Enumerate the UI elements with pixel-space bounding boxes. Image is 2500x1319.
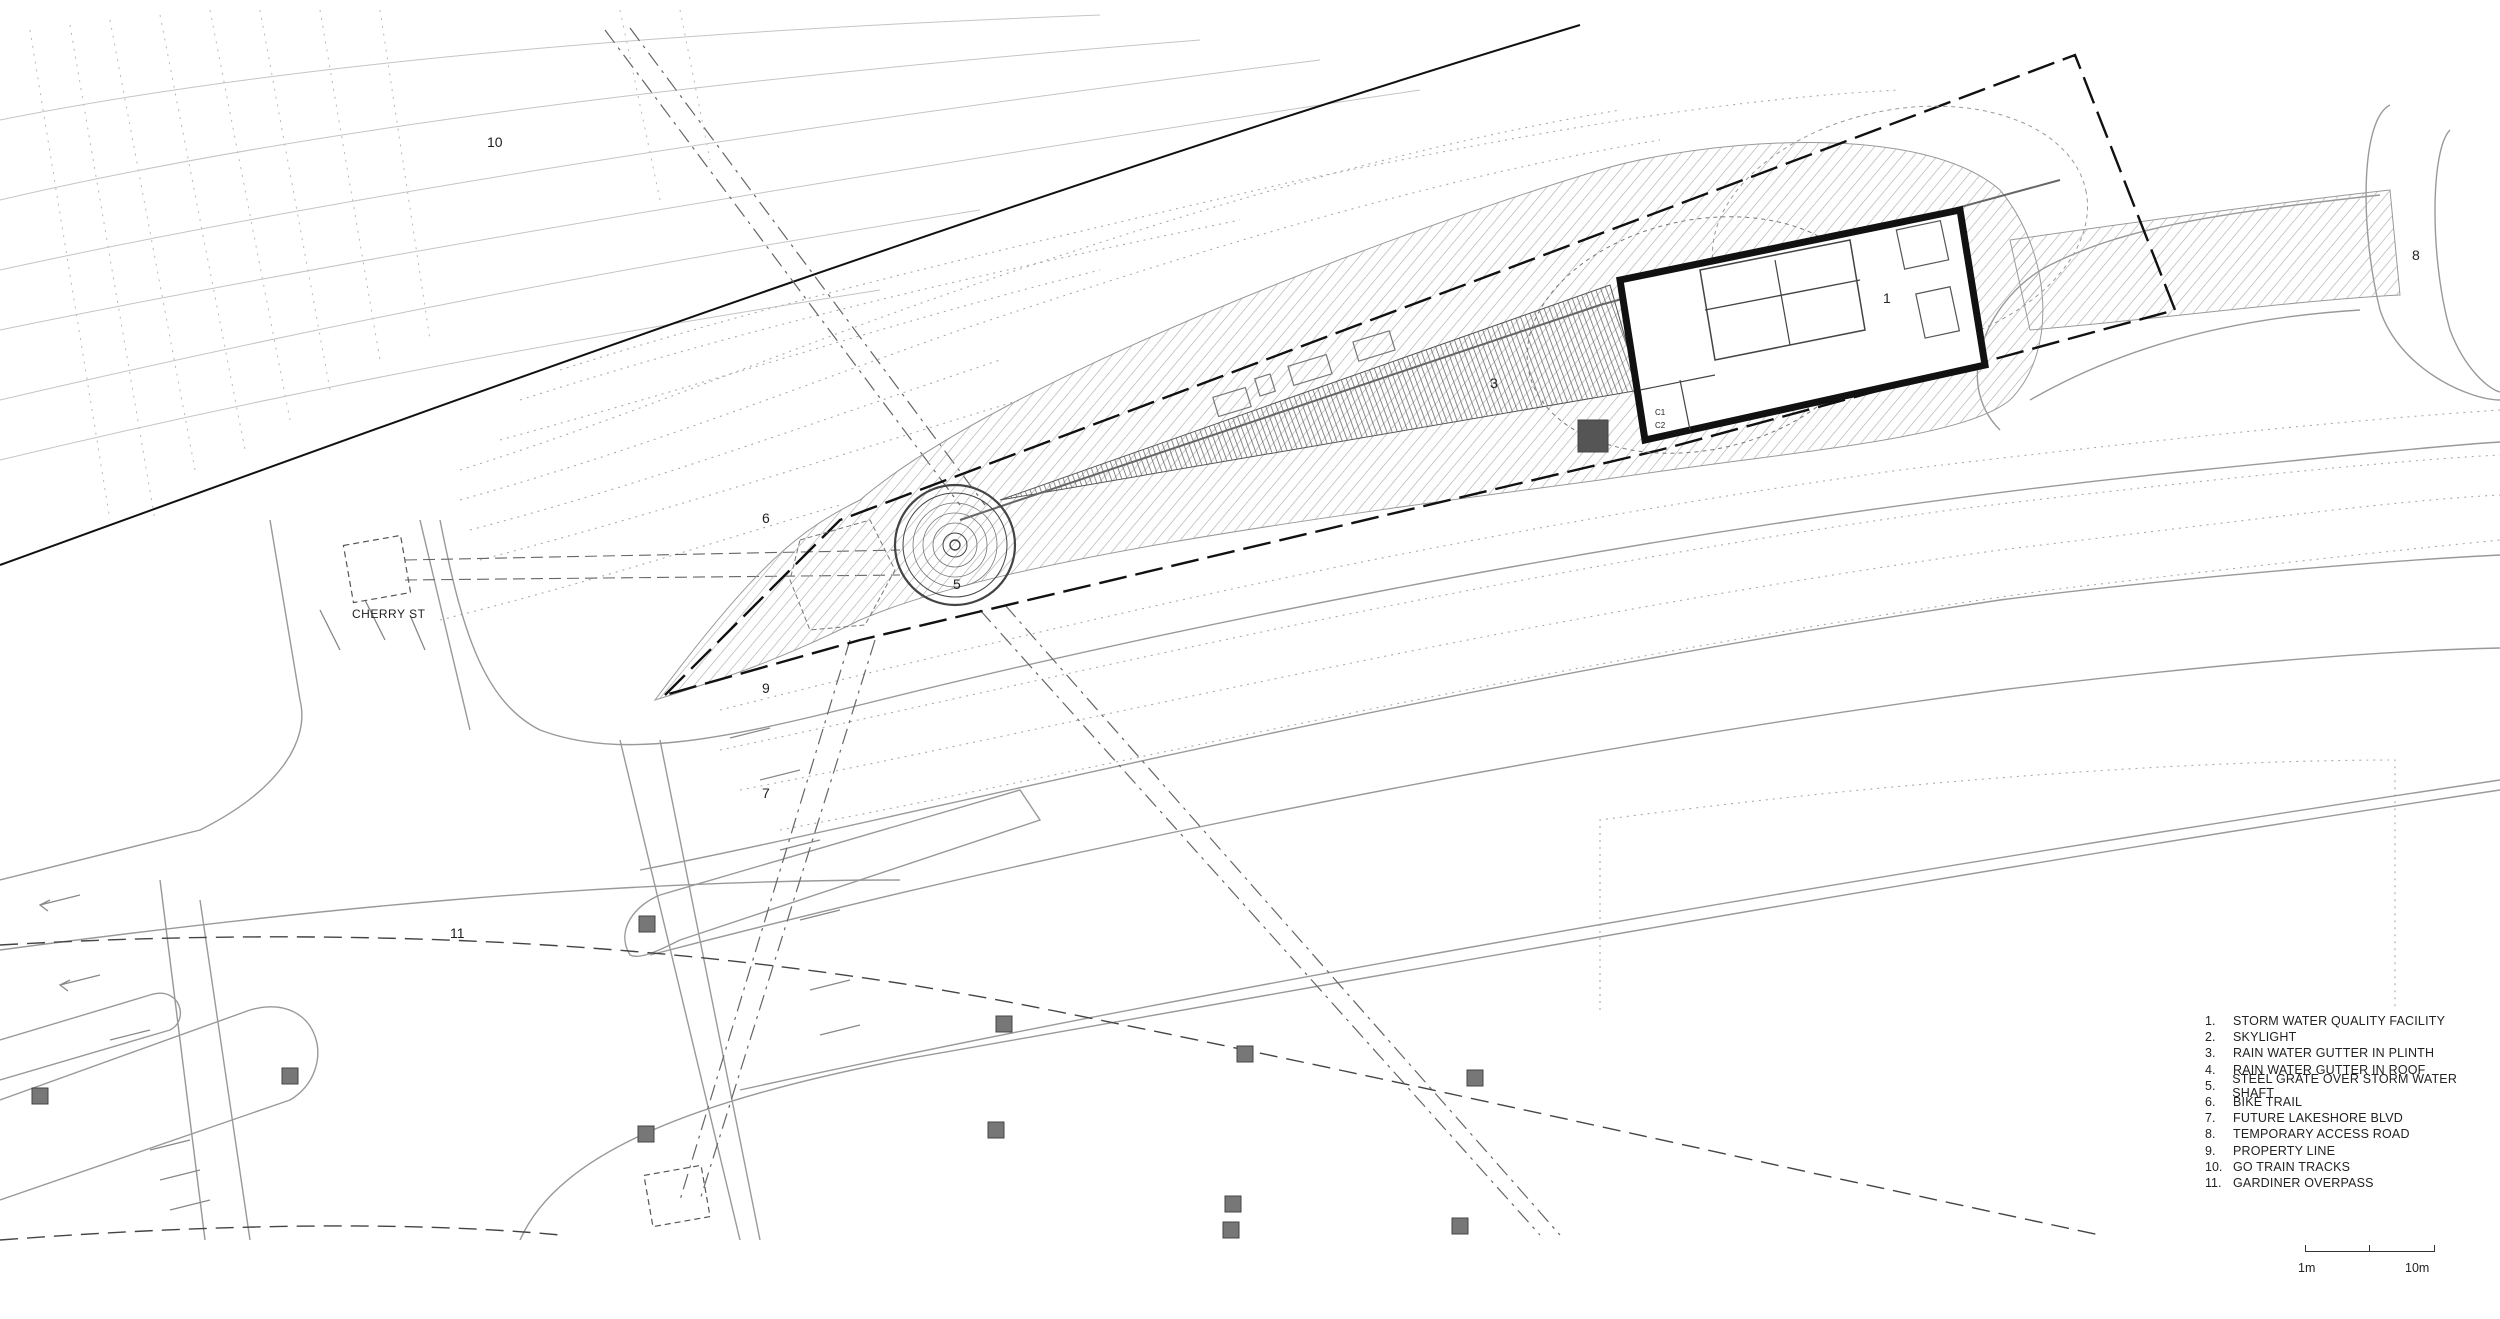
- legend-text: SKYLIGHT: [2233, 1030, 2297, 1045]
- label-c2: C2: [1655, 421, 1666, 430]
- bike-trail-contours: [439, 89, 1901, 621]
- storm-shaft-grate: [893, 483, 1017, 607]
- legend-item: 10. GO TRAIN TRACKS: [2205, 1159, 2495, 1175]
- road-outlines: [0, 104, 2500, 1241]
- legend-number: 7.: [2205, 1111, 2216, 1126]
- tree-blocks: [31, 419, 1609, 1239]
- legend-number: 3.: [2205, 1046, 2216, 1061]
- storm-water-building: [1616, 205, 1989, 445]
- legend: 1. STORM WATER QUALITY FACILITY 2. SKYLIGH…: [2205, 1013, 2495, 1191]
- scale-label-left: 1m: [2298, 1261, 2316, 1275]
- legend-item: 1. STORM WATER QUALITY FACILITY: [2205, 1013, 2495, 1029]
- skylights: [1212, 330, 1396, 418]
- label-6: 6: [762, 510, 770, 526]
- legend-text: GO TRAIN TRACKS: [2233, 1159, 2351, 1174]
- legend-number: 5.: [2205, 1078, 2216, 1093]
- legend-text: RAIN WATER GUTTER IN ROOF: [2233, 1062, 2426, 1077]
- train-tracks: [29, 9, 711, 521]
- legend-item: 4. RAIN WATER GUTTER IN ROOF: [2205, 1062, 2495, 1078]
- legend-text: GARDINER OVERPASS: [2233, 1175, 2374, 1190]
- label-9: 9: [762, 680, 770, 696]
- overpass-piers: [0, 789, 1042, 1201]
- legend-number: 8.: [2205, 1127, 2216, 1142]
- cherry-connector: [404, 549, 901, 581]
- legend-item: 5. STEEL GRATE OVER STORM WATER SHAFT: [2205, 1072, 2495, 1100]
- label-5: 5: [953, 576, 961, 592]
- legend-number: 6.: [2205, 1095, 2216, 1110]
- legend-number: 11.: [2205, 1175, 2222, 1190]
- legend-item: 6. BIKE TRAIL: [2205, 1094, 2495, 1110]
- legend-number: 2.: [2205, 1030, 2216, 1045]
- label-7: 7: [762, 785, 770, 801]
- rain-gutter-plinth: [999, 284, 1641, 501]
- legend-item: 2. SKYLIGHT: [2205, 1029, 2495, 1045]
- scale-bar-line: [2305, 1245, 2435, 1252]
- property-line: [660, 53, 2177, 698]
- legend-text: STORM WATER QUALITY FACILITY: [2233, 1014, 2446, 1029]
- gardiner-overpass-line-lower: [0, 1225, 561, 1241]
- cherry-st-label: CHERRY ST: [352, 607, 426, 621]
- legend-text: TEMPORARY ACCESS ROAD: [2233, 1127, 2410, 1142]
- label-11: 11: [450, 925, 465, 941]
- legend-number: 9.: [2205, 1143, 2216, 1158]
- legend-text: RAIN WATER GUTTER IN PLINTH: [2233, 1046, 2435, 1061]
- track-rails: [0, 14, 1421, 461]
- label-8: 8: [2412, 247, 2420, 263]
- gardiner-overpass-line: [0, 936, 2101, 1236]
- legend-number: 4.: [2205, 1062, 2216, 1077]
- legend-item: 8. TEMPORARY ACCESS ROAD: [2205, 1126, 2495, 1142]
- legend-number: 1.: [2205, 1014, 2216, 1029]
- alignment-lines: [604, 27, 1561, 1236]
- bike-trail-plaza: [789, 519, 896, 631]
- legend-item: 9. PROPERTY LINE: [2205, 1143, 2495, 1159]
- label-1: 1: [1883, 290, 1891, 306]
- overpass-edge: [0, 24, 1581, 566]
- legend-item: 7. FUTURE LAKESHORE BLVD: [2205, 1110, 2495, 1126]
- legend-text: STEEL GRATE OVER STORM WATER SHAFT: [2232, 1071, 2458, 1100]
- label-c1: C1: [1655, 408, 1666, 417]
- scale-bar: 1m 10m: [2298, 1245, 2435, 1285]
- pit-markers: [342, 534, 711, 1228]
- label-10: 10: [487, 134, 503, 150]
- access-road: [2009, 189, 2401, 331]
- legend-item: 3. RAIN WATER GUTTER IN PLINTH: [2205, 1045, 2495, 1061]
- scale-bar-tick: [2369, 1245, 2370, 1251]
- legend-text: BIKE TRAIL: [2233, 1095, 2303, 1110]
- scale-label-right: 10m: [2405, 1261, 2430, 1275]
- legend-text: FUTURE LAKESHORE BLVD: [2233, 1111, 2403, 1126]
- label-3: 3: [1490, 375, 1498, 391]
- lakeshore-contours: [719, 409, 2500, 1010]
- legend-number: 10.: [2205, 1159, 2223, 1174]
- legend-text: PROPERTY LINE: [2233, 1143, 2336, 1158]
- building-clearance-outer: [1711, 105, 2089, 355]
- legend-item: 11. GARDINER OVERPASS: [2205, 1175, 2495, 1191]
